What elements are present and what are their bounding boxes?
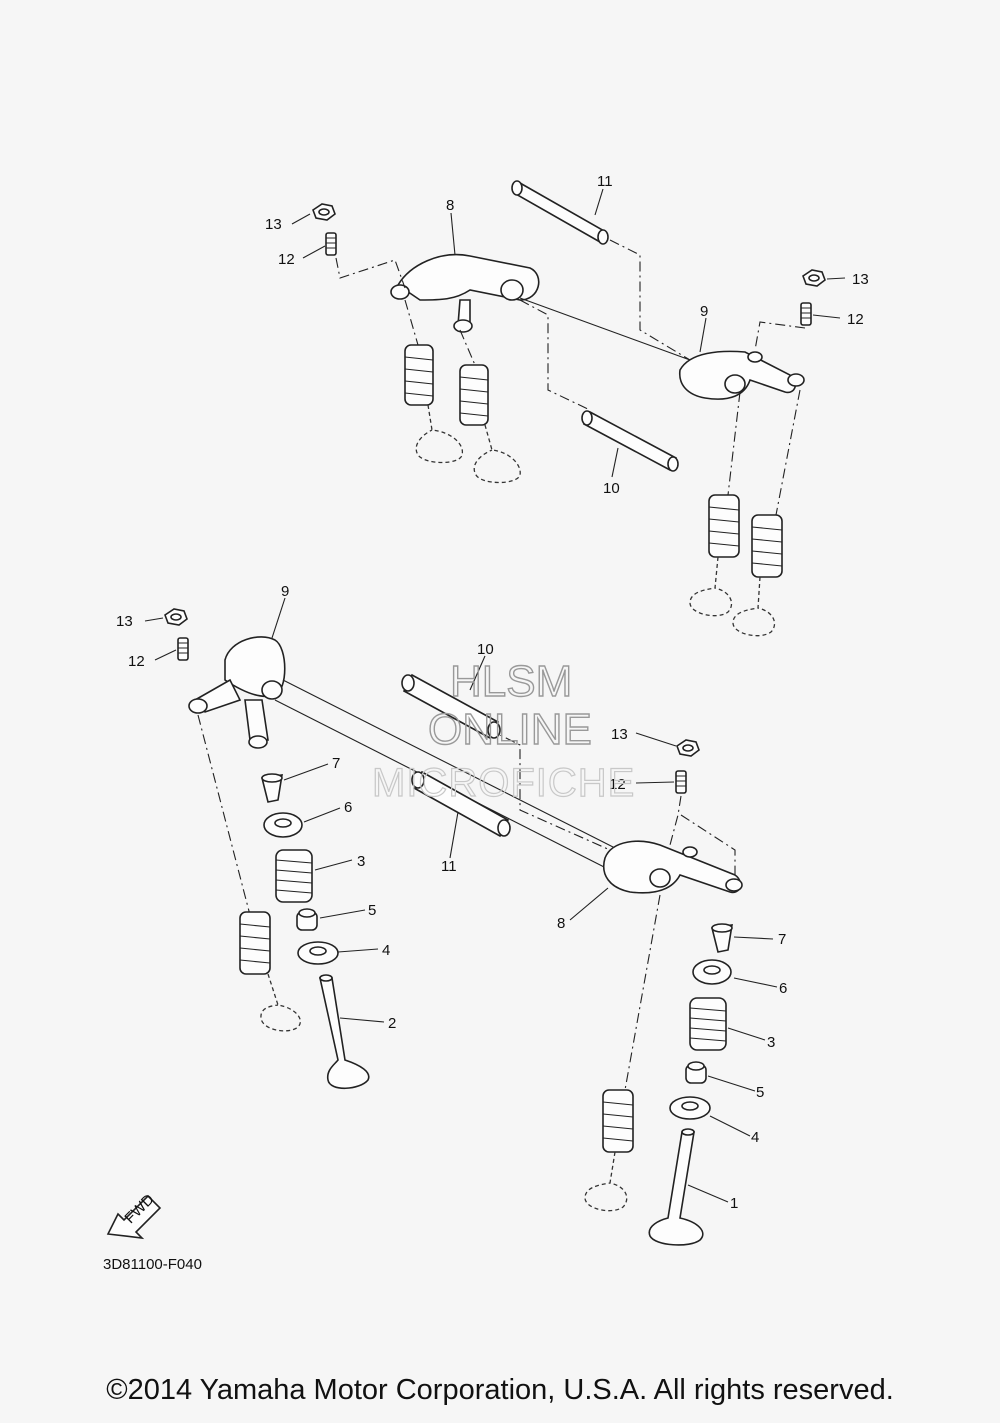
callout-12-top-right: 12 [847, 311, 864, 328]
adjuster-nut-13-top-right [802, 269, 826, 287]
callout-8-bottom: 8 [557, 915, 565, 932]
callout-5-right: 5 [756, 1084, 764, 1101]
watermark-line-1: HLSM [450, 657, 572, 706]
callout-1: 1 [730, 1195, 738, 1212]
rocker-shaft-10-bottom [401, 673, 501, 740]
rocker-shaft-11-bottom [411, 770, 511, 838]
callout-11-top: 11 [597, 173, 613, 190]
callout-9-bottom: 9 [281, 583, 289, 600]
valve-2-left [319, 974, 370, 1090]
callout-10-bottom: 10 [477, 641, 494, 658]
callout-4-right: 4 [751, 1129, 759, 1146]
callout-3-left: 3 [357, 853, 365, 870]
adjusting-screw-12-top-right [800, 302, 812, 326]
valve-spring-top-right-2 [732, 389, 801, 637]
valve-stem-seal-5-left [296, 908, 318, 931]
watermark-line-3: MICROFICHE [372, 761, 635, 805]
rocker-arm-9-top [679, 350, 805, 400]
valve-spring-bottom-right-ghost [584, 1089, 634, 1212]
callout-12-bottom-left: 12 [128, 653, 145, 670]
callout-5-left: 5 [368, 902, 376, 919]
adjusting-screw-12-bottom-right [675, 770, 687, 794]
spring-seat-4-left [297, 941, 339, 965]
valve-spring-3-left [275, 849, 313, 903]
callout-8-top: 8 [446, 197, 454, 214]
callout-2: 2 [388, 1015, 396, 1032]
callout-7-right: 7 [778, 931, 786, 948]
rocker-arm-8-top [390, 253, 540, 333]
rocker-arm-9-bottom [188, 636, 286, 749]
rocker-arm-8-bottom [603, 840, 743, 894]
callout-13-bottom-right: 13 [611, 726, 628, 743]
callout-4-left: 4 [382, 942, 390, 959]
callout-13-top-right: 13 [852, 271, 869, 288]
callout-7-left: 7 [332, 755, 340, 772]
rocker-shaft-11-top [511, 180, 691, 361]
callout-10-top: 10 [603, 480, 620, 497]
diagram-code: 3D81100-F040 [103, 1256, 202, 1273]
valve-spring-top-left-1 [404, 299, 464, 464]
callout-6-left: 6 [344, 799, 352, 816]
rocker-shaft-10-top [581, 410, 679, 472]
valve-stem-seal-5-right [685, 1061, 707, 1084]
callout-11-bottom: 11 [441, 858, 457, 875]
valve-spring-bottom-left-ghost [239, 911, 302, 1032]
callout-13-bottom-left: 13 [116, 613, 133, 630]
spring-retainer-6-left [263, 812, 303, 838]
valve-1-right [648, 1128, 704, 1246]
valve-spring-top-left-2 [459, 329, 521, 484]
watermark-line-2: ONLINE [428, 705, 592, 754]
callout-3-right: 3 [767, 1034, 775, 1051]
spring-retainer-6-right [692, 959, 732, 985]
adjusting-screw-12-top-left [325, 232, 337, 256]
copyright-footer: ©2014 Yamaha Motor Corporation, U.S.A. A… [106, 1374, 894, 1406]
adjuster-nut-13-bottom-left [164, 608, 188, 626]
callout-9-top: 9 [700, 303, 708, 320]
spring-seat-4-right [669, 1096, 711, 1120]
valve-cotter-7-right [711, 923, 733, 953]
callout-12-top-left: 12 [278, 251, 295, 268]
adjuster-nut-13-bottom-right [676, 739, 700, 757]
valve-cotter-7-left [261, 773, 283, 803]
adjuster-nut-13-top-left [312, 203, 336, 221]
callout-12-bottom-right: 12 [609, 776, 626, 793]
adjusting-screw-12-bottom-left [177, 637, 189, 661]
callout-13-top-left: 13 [265, 216, 282, 233]
fwd-arrow-icon: FWD [106, 1191, 162, 1240]
valve-spring-top-right-1 [689, 391, 741, 617]
callout-6-right: 6 [779, 980, 787, 997]
valve-spring-3-right [689, 997, 727, 1051]
